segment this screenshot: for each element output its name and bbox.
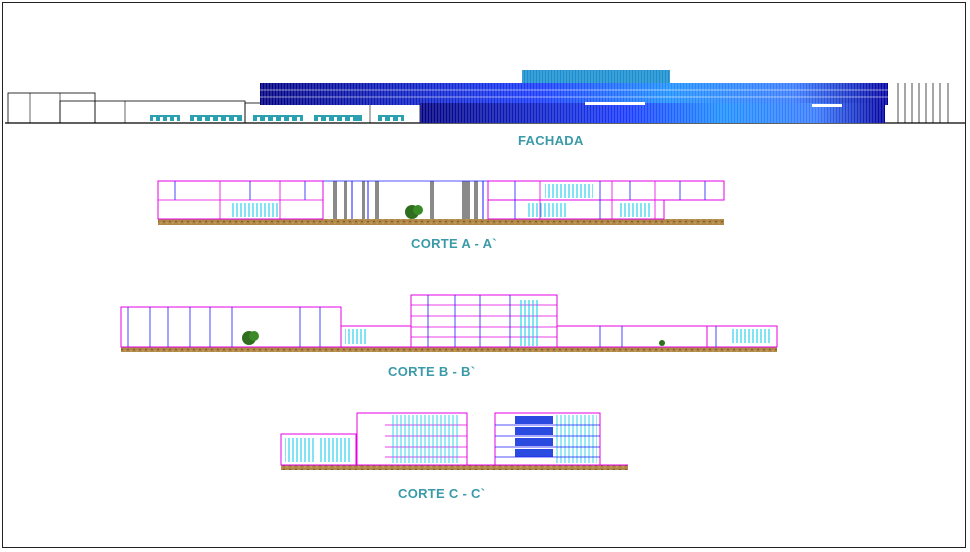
corte-a-label: CORTE A - A` [411, 236, 497, 251]
corte-b-section [120, 294, 778, 352]
corte-c-section [280, 412, 628, 470]
fachada-label: FACHADA [518, 133, 584, 148]
fachada-elevation [5, 70, 965, 124]
corte-c-label: CORTE C - C` [398, 486, 486, 501]
corte-a-section [157, 180, 725, 225]
corte-b-label: CORTE B - B` [388, 364, 476, 379]
